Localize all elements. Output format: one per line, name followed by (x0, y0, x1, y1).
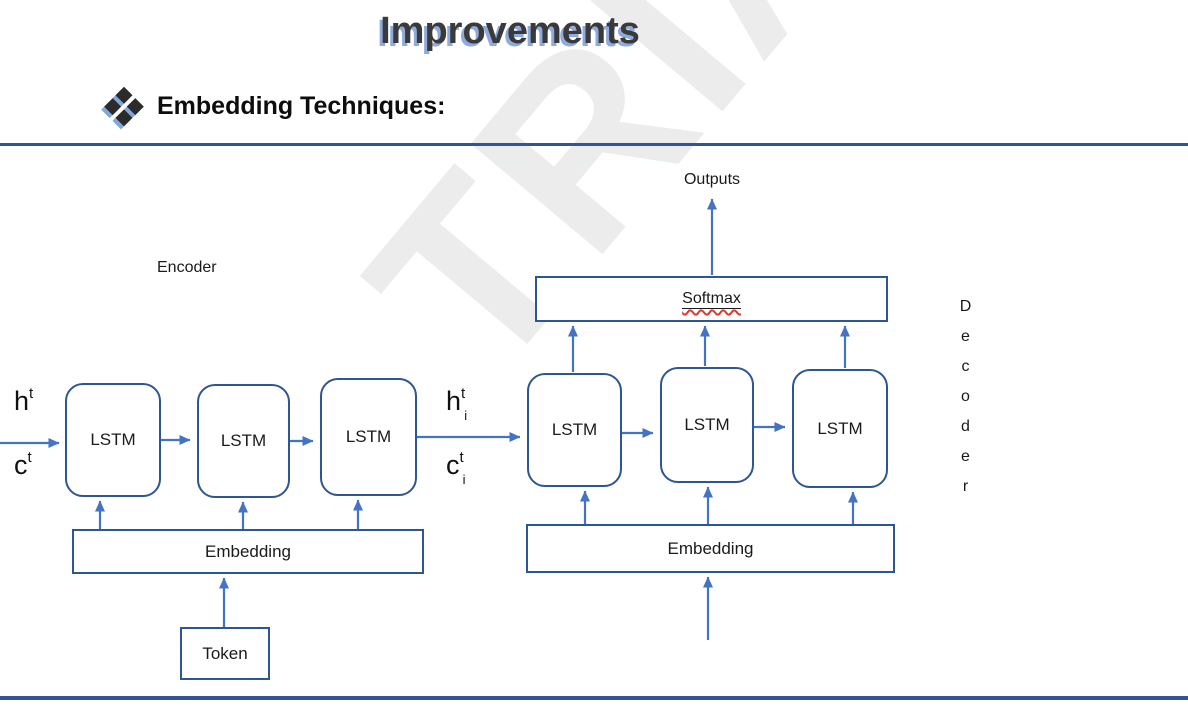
encoder-cell-state-label: ct (14, 449, 32, 480)
encoder-lstm-label-1: LSTM (90, 430, 136, 449)
softmax-label-squiggle: Softmax (682, 290, 741, 309)
decoder-cell-state-label: cti (446, 449, 466, 488)
decoder-lstm-label-3: LSTM (817, 418, 863, 438)
softmax-box: Softmax (535, 276, 888, 322)
encoder-embedding-label: Embedding (204, 541, 291, 561)
encoder-lstm-box-2: LSTM (197, 384, 290, 498)
decoder-lstm-box-3: LSTM (792, 369, 888, 488)
decoder-lstm-box-1: LSTM (527, 373, 622, 487)
diamond-bullet-main (103, 86, 145, 129)
decoder-embedding-box: Embedding (526, 524, 895, 573)
decoder-label: Decoder (957, 298, 974, 508)
top-divider-line (0, 143, 1188, 146)
bottom-divider-line (0, 696, 1188, 700)
decoder-lstm-box-2: LSTM (660, 367, 754, 483)
decoder-embedding-label: Embedding (667, 538, 754, 558)
outputs-label: Outputs (683, 171, 741, 188)
decoder-lstm-label-1: LSTM (551, 420, 598, 439)
token-box: Token (180, 627, 270, 680)
token-label: Token (202, 643, 248, 663)
encoder-embedding-box: Embedding (72, 529, 424, 574)
encoder-hidden-state-label: ht (14, 385, 34, 416)
section-heading: Embedding Techniques: (157, 92, 446, 120)
decoder-hidden-state-label: hti (446, 385, 468, 424)
softmax-label: Softmax (682, 290, 741, 309)
decoder-lstm-label-2: LSTM (684, 415, 730, 434)
encoder-lstm-box-3: LSTM (320, 378, 417, 496)
encoder-lstm-label-3: LSTM (345, 427, 392, 446)
encoder-lstm-box-1: LSTM (65, 383, 161, 497)
diamond-bullet-icon (101, 86, 144, 130)
encoder-label: Encoder (157, 259, 217, 276)
slide-title: Improvements (380, 10, 640, 52)
encoder-lstm-label-2: LSTM (220, 431, 267, 450)
